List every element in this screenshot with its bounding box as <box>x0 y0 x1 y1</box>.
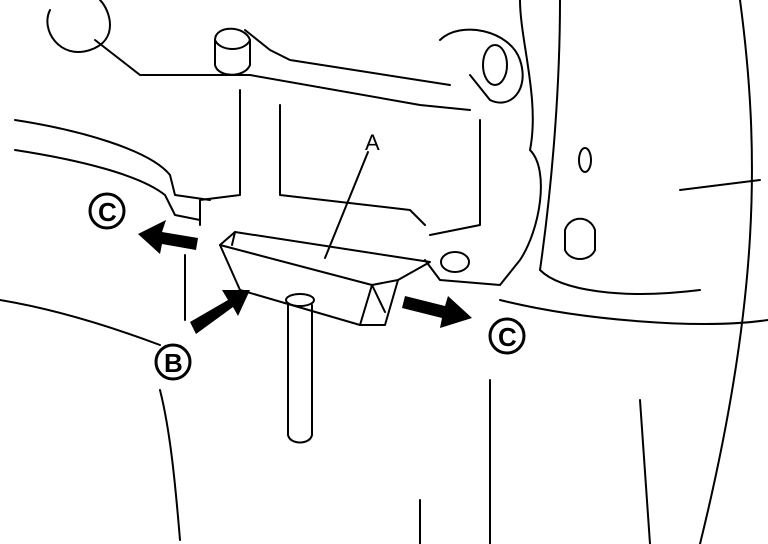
special-tool <box>219 231 431 444</box>
label-b: B <box>164 348 183 378</box>
label-a: A <box>365 130 380 155</box>
callouts: A C B C <box>88 130 526 381</box>
arrow-right-icon <box>402 296 472 328</box>
arrow-b-icon <box>190 290 250 334</box>
label-c-right: C <box>498 322 517 352</box>
arrow-left-icon <box>138 220 198 254</box>
arrows <box>138 220 472 334</box>
label-c-left: C <box>98 197 117 227</box>
